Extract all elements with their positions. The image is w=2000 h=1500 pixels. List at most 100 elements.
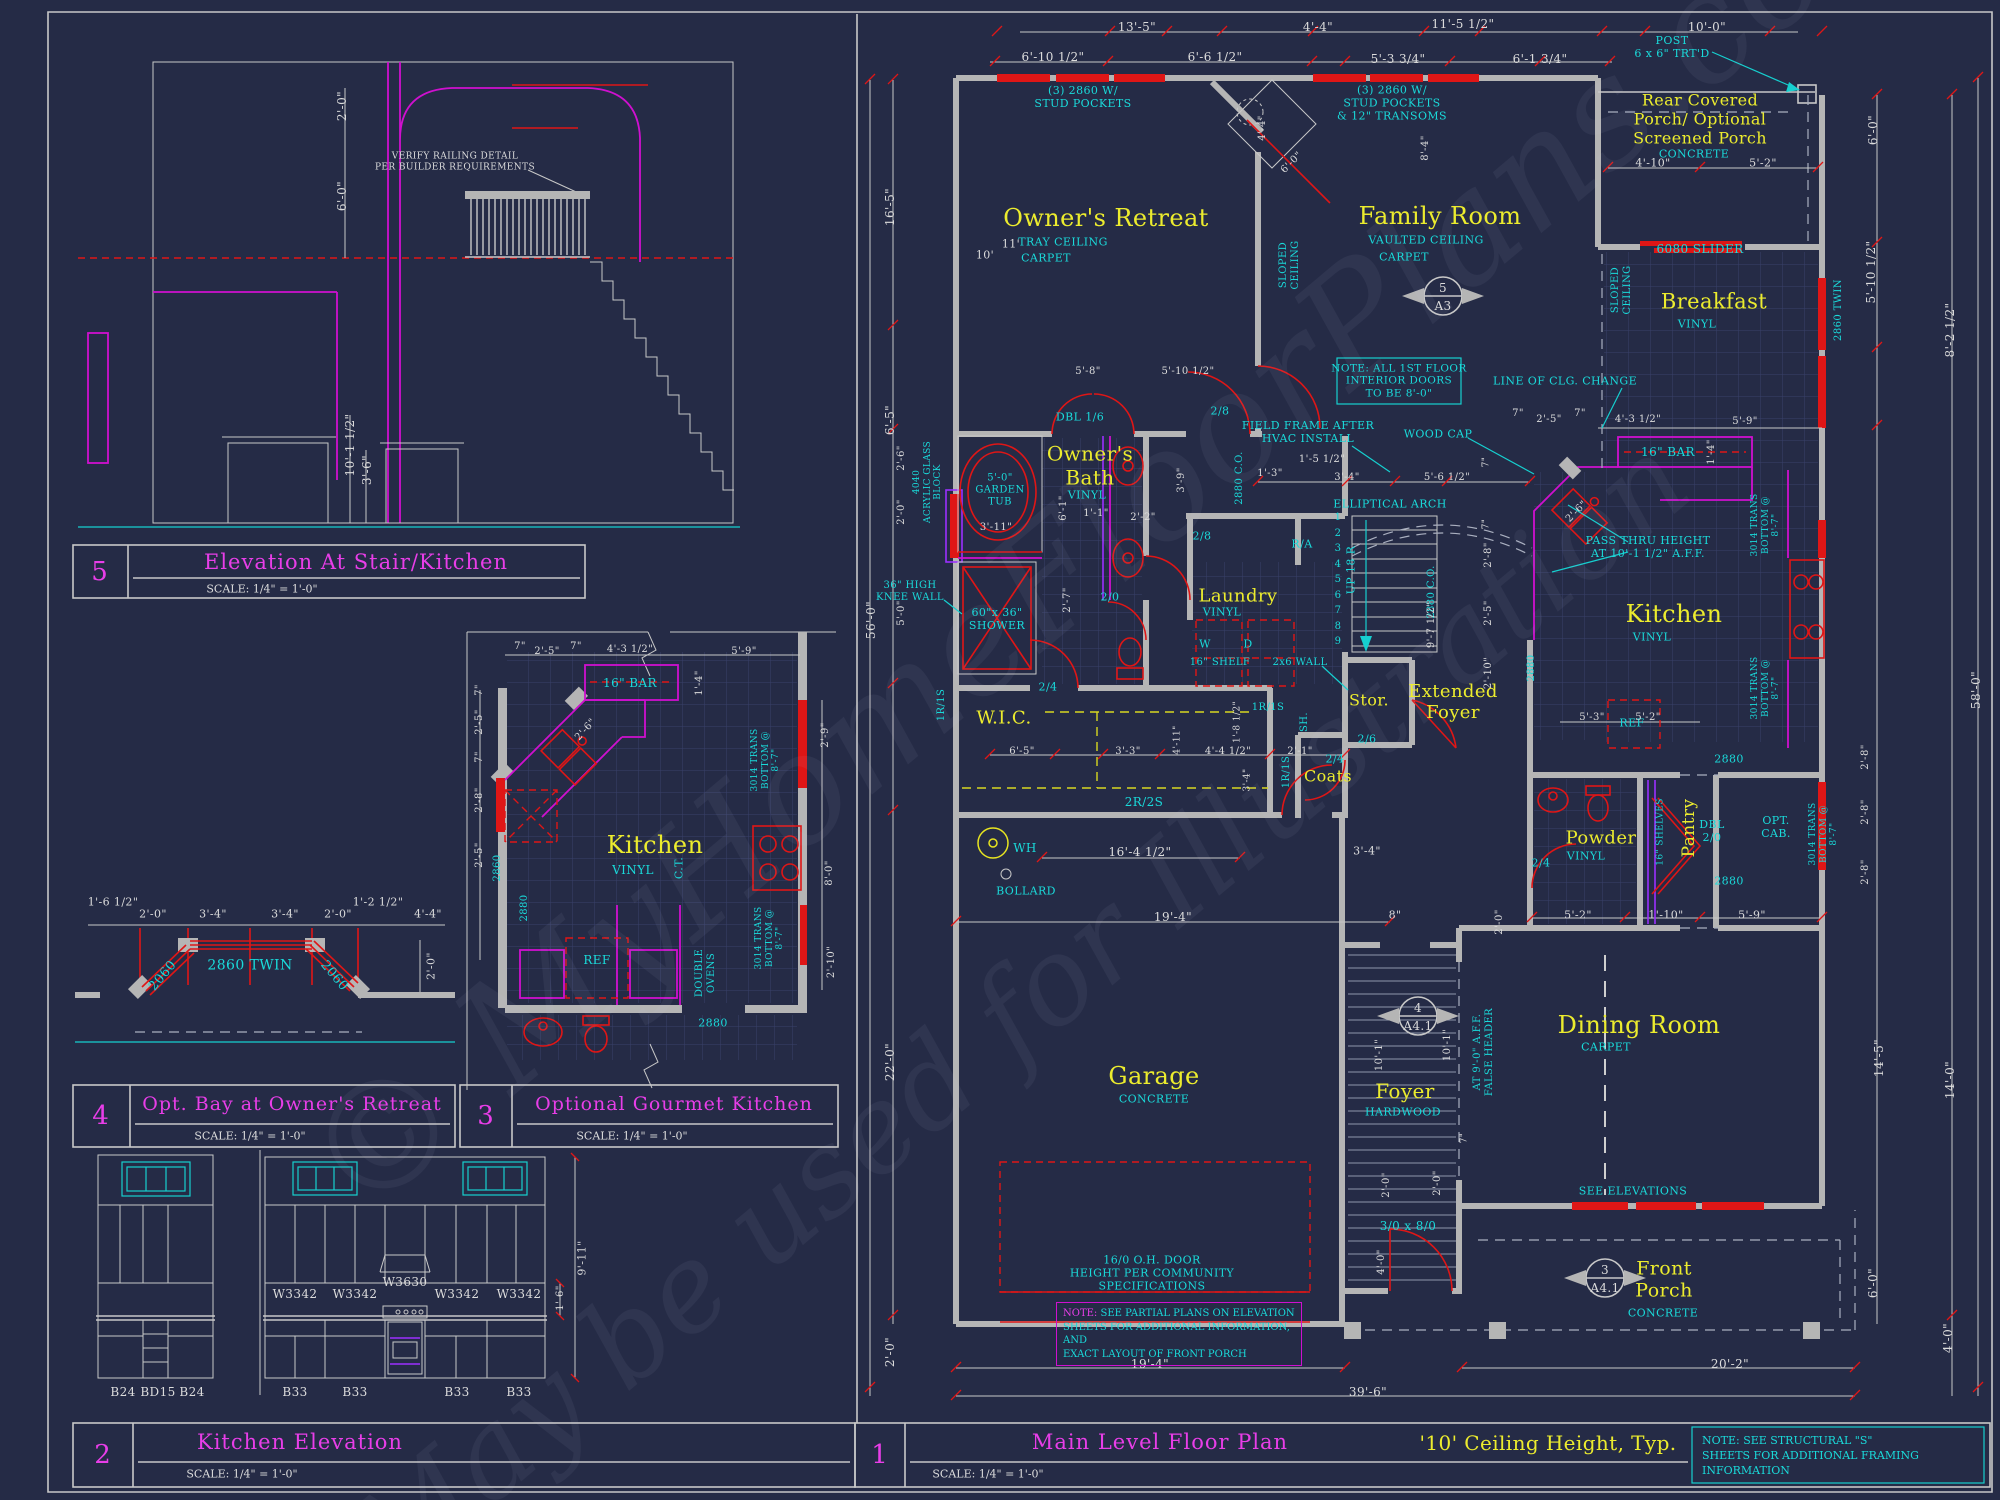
annotation: 2'-5": [1483, 600, 1495, 626]
panel5-scale: SCALE: 1/4" = 1'-0": [206, 582, 318, 596]
annotation: 3'-3": [1115, 746, 1141, 758]
annotation: CARPET: [1021, 251, 1071, 265]
annotation: CONCRETE: [1627, 1306, 1699, 1320]
annotation: 3/0 x 8/0: [1379, 1218, 1437, 1233]
annotation: Extended Foyer: [1408, 680, 1498, 723]
structural-note: NOTE: SEE STRUCTURAL "S" SHEETS FOR ADDI…: [1702, 1434, 1919, 1477]
note-prefix: NOTE:: [1063, 1308, 1098, 1319]
annotation: 1'-6": [555, 1285, 567, 1311]
annotation: 2'-2": [1130, 512, 1156, 524]
annotation: 2'-8": [1860, 744, 1872, 770]
annotation: 10': [975, 248, 995, 262]
annotation: FIELD FRAME AFTER HVAC INSTALL: [1241, 419, 1375, 445]
annotation: 3'-6": [359, 454, 374, 486]
panel1-scale: SCALE: 1/4" = 1'-0": [932, 1467, 1044, 1481]
annotation: 4'-4": [1257, 115, 1269, 141]
annotation: 2'-0": [896, 499, 908, 525]
ceiling-height-note: '10' Ceiling Height, Typ.: [1419, 1431, 1677, 1456]
annotation: B24: [179, 1384, 205, 1399]
annotation: 4'-0": [1940, 1322, 1955, 1354]
annotation: REF: [583, 952, 611, 967]
annotation: 8: [1334, 621, 1342, 633]
annotation: 19'-4": [1130, 1356, 1170, 1371]
annotation: 2'-0": [334, 90, 349, 122]
annotation: 16" BAR: [1641, 444, 1695, 459]
annotation: 1'-2 1/2": [352, 895, 404, 909]
annotation: 56'-0": [863, 600, 878, 640]
annotation: 16/0 O.H. DOOR HEIGHT PER COMMUNITY SPEC…: [1069, 1253, 1235, 1293]
annotation: 5'-0": [896, 600, 908, 626]
annotation: 7": [570, 641, 582, 653]
front-porch-note: NOTE: SEE PARTIAL PLANS ON ELEVATION SHE…: [1056, 1302, 1302, 1366]
annotation: 5'-9": [731, 646, 757, 658]
annotation: 2'-1": [1287, 746, 1313, 758]
annotation: 2'-7": [1062, 587, 1074, 613]
annotation: CARPET: [1581, 1040, 1631, 1054]
annotation: 2'-5": [1536, 414, 1562, 426]
annotation: UP 18 R: [1344, 545, 1358, 595]
panel2-scale: SCALE: 1/4" = 1'-0": [186, 1467, 298, 1481]
annotation: 6'-0": [1865, 114, 1880, 146]
annotation: C.T.: [672, 856, 686, 880]
annotation: (3) 2860 W/ STUD POCKETS: [1034, 84, 1132, 110]
annotation: VINYL: [1632, 630, 1672, 644]
annotation: WH: [1013, 840, 1037, 855]
panel3-number: 3: [477, 1101, 495, 1131]
annotation: TRAY CEILING: [1018, 235, 1108, 249]
panel2-title: Kitchen Elevation: [197, 1430, 403, 1454]
annotation: 2'-0": [424, 952, 438, 980]
annotation: 6'-10 1/2": [1021, 49, 1085, 64]
annotation: SH.: [1299, 712, 1311, 732]
annotation: Coats: [1303, 766, 1353, 786]
annotation: Owner's Bath: [1046, 441, 1134, 489]
annotation: 3'-4": [1334, 472, 1360, 484]
annotation: 7": [474, 684, 486, 696]
annotation: 2'-0": [882, 1336, 897, 1368]
note-body: SEE PARTIAL PLANS ON ELEVATION SHEETS FO…: [1063, 1308, 1295, 1360]
annotation: 2/8: [1192, 529, 1212, 543]
annotation: A3: [1434, 298, 1452, 313]
annotation: 5: [1438, 280, 1448, 295]
annotation: 14'-0": [1942, 1060, 1957, 1100]
annotation: Family Room: [1358, 201, 1522, 230]
annotation: PASS THRU HEIGHT AT 10'-1 1/2" A.F.F.: [1585, 534, 1711, 560]
annotation: 1'-4": [1706, 439, 1718, 465]
annotation: R/A: [1291, 537, 1313, 551]
annotation: 1: [1334, 512, 1342, 524]
annotation: 5'-2": [1635, 712, 1661, 724]
annotation: VINYL: [1202, 605, 1242, 619]
annotation: 1'-6 1/2": [87, 895, 139, 909]
annotation: LINE OF CLG. CHANGE: [1492, 374, 1638, 388]
annotation: DBL 2/0: [1699, 818, 1725, 844]
annotation: 4'-3 1/2": [606, 644, 654, 656]
annotation: 2'-8": [1860, 799, 1872, 825]
annotation: 10'-1": [1374, 1038, 1386, 1072]
annotation: SLOPED CEILING: [1278, 240, 1301, 290]
annotation: W3342: [434, 1286, 480, 1301]
annotation: HARDWOOD: [1365, 1105, 1441, 1119]
annotation: AT 9'-0" A.F.F. FALSE HEADER: [1472, 1007, 1495, 1097]
annotation: 4'-0": [1376, 1249, 1388, 1275]
annotation: POST 6 x 6" TRT'D: [1634, 34, 1710, 60]
annotation: 2'-0": [1432, 1170, 1444, 1196]
annotation: A4.1: [1403, 1018, 1433, 1033]
annotation: B24: [110, 1384, 136, 1399]
annotation: 7": [1459, 1132, 1470, 1144]
annotation: 2'-10": [826, 945, 838, 979]
annotation: 2880: [1714, 874, 1744, 888]
annotation: 4: [1334, 559, 1342, 571]
annotation: 3'-4": [199, 907, 227, 921]
annotation: 10'-0": [1687, 19, 1727, 34]
annotation: DOUBLE OVENS: [694, 948, 717, 998]
annotation: B33: [342, 1384, 368, 1399]
annotation: WOOD CAP: [1403, 427, 1473, 441]
annotation: 2'-8": [1860, 859, 1872, 885]
annotation: BOLLARD: [996, 884, 1056, 898]
annotation: 16'-4 1/2": [1108, 844, 1172, 859]
annotation: 5'-3 3/4": [1370, 51, 1426, 66]
annotation: 4'-4": [414, 907, 442, 921]
annotation: Owner's Retreat: [1003, 203, 1209, 232]
annotation: 2'-8": [474, 787, 486, 813]
annotation: 16'-5": [882, 187, 897, 227]
